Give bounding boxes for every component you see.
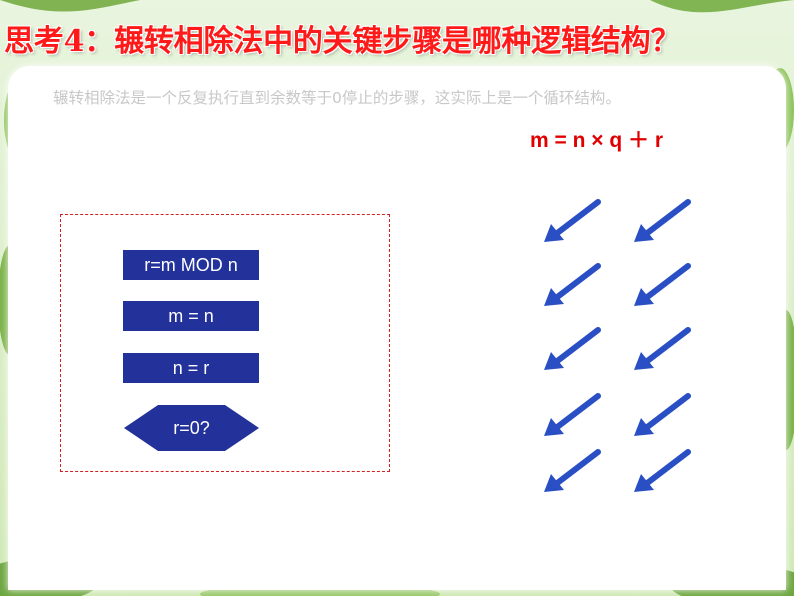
arrow-down-left-icon [544, 449, 601, 492]
arrow-down-left-icon [634, 327, 691, 370]
condition-diamond: r=0? [124, 405, 259, 451]
arrow-down-left-icon [544, 199, 601, 242]
diamond-shape [124, 405, 259, 451]
arrow-down-left-icon [544, 263, 601, 306]
step-remainder: r=m MOD n [123, 250, 259, 280]
arrow-down-left-icon [634, 263, 691, 306]
arrow-down-left-icon [634, 393, 691, 436]
arrow-down-left-icon [634, 199, 691, 242]
step-assign-m: m = n [123, 301, 259, 331]
loop-body-box [60, 214, 390, 472]
intro-text: 辗转相除法是一个反复执行直到余数等于0停止的步骤，这实际上是一个循环结构。 [53, 89, 621, 107]
arrow-down-left-icon [544, 327, 601, 370]
arrow-down-left-icon [634, 449, 691, 492]
division-formula: m = n × q ＋ r [530, 129, 664, 152]
condition-label: r=0? [173, 418, 210, 438]
step-assign-n: n = r [123, 353, 259, 383]
arrow-down-left-icon [544, 393, 601, 436]
slide-title: 思考4：辗转相除法中的关键步骤是哪种逻辑结构？ [4, 24, 681, 59]
